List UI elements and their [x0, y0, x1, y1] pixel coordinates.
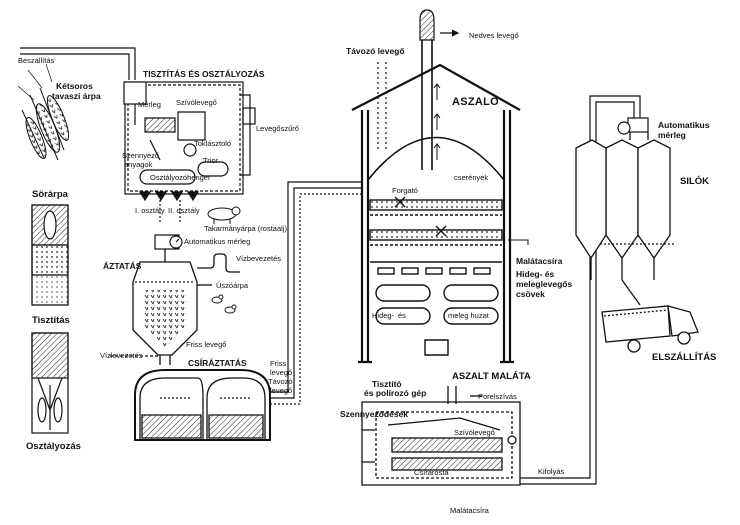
label-scale: Mérleg — [138, 100, 161, 109]
label-impurities-bottom: Szennyeződések — [340, 409, 409, 419]
label-fresh-air-2b: levegő — [270, 368, 293, 377]
air-pipe-to-kiln — [270, 181, 362, 405]
label-draught-and: és — [398, 311, 406, 320]
silos — [575, 132, 676, 280]
label-class-2: II. osztály — [168, 206, 200, 215]
label-dried-malt: ASZALT MALÁTA — [452, 371, 531, 382]
label-delivery: Beszállítás — [18, 56, 55, 65]
kiln-airflow-arrows — [433, 83, 441, 160]
label-germination: CSÍRÁZTATÁS — [188, 358, 247, 368]
label-outlet: Kifolyás — [538, 467, 565, 476]
label-brewing-barley: Sörárpa — [32, 189, 68, 200]
label-automatic-scale-left: Automatikus mérleg — [184, 237, 251, 246]
label-water-inlet: Vízbevezetés — [236, 254, 282, 263]
label-drying-floors: cserények — [454, 173, 489, 182]
conveyor-pipe-to-silos — [520, 95, 641, 485]
label-automatic-scale-right-line1: Automatikus — [658, 120, 710, 130]
label-turner: Forgató — [392, 186, 418, 195]
label-fresh-air-2a: Friss — [270, 359, 287, 368]
label-floating-barley: Úszóárpa — [216, 281, 249, 290]
label-exit-air-small-b: levegő — [270, 386, 293, 395]
ducks-illustration — [211, 294, 237, 314]
label-hot-cold-line3: csövek — [516, 289, 545, 299]
label-steeping: ÁZTATÁS — [103, 261, 142, 271]
steeping-vessel — [110, 249, 240, 365]
label-grading-cylinder: Osztályozóhenger — [150, 173, 211, 182]
label-air-filter: Levegőszűrő — [256, 124, 299, 133]
label-exit-air: Távozó levegő — [346, 46, 405, 56]
label-grading: Osztályozás — [26, 441, 81, 452]
truck — [601, 279, 699, 353]
label-malt-rootlets-bottom: Malátacsíra — [450, 506, 489, 515]
label-suction-air-bottom: Szívólevegő — [454, 428, 495, 437]
label-humid-air: Nedves levegő — [469, 31, 519, 40]
grain-stage-panels — [31, 204, 69, 434]
automatic-scale-right — [617, 117, 649, 135]
label-kiln: ASZALÓ — [452, 96, 500, 108]
label-automatic-scale-right-line2: mérleg — [658, 130, 686, 140]
label-class-1: I. osztály — [135, 206, 165, 215]
label-dust-extraction: Porelszívás — [478, 392, 517, 401]
kiln-drying-floors — [369, 196, 529, 356]
label-silos: SILÓK — [680, 176, 710, 187]
label-rootlet-sieve: Csírarosta — [414, 468, 449, 477]
pig-illustration — [207, 206, 241, 224]
label-impurities-line1: Szennyező — [122, 151, 160, 160]
delivery-pipe — [20, 47, 136, 80]
label-feed-barley: Takarmányárpa (rostaalj) — [204, 224, 287, 233]
cleaning-grading-machine — [123, 81, 256, 222]
label-hot-cold-line1: Hideg- és — [516, 269, 555, 279]
label-water-outlet: Vízlevezetés — [100, 351, 143, 360]
label-hot-cold-line2: meleglevegős — [516, 279, 573, 289]
label-fresh-air-1: Friss levegő — [186, 340, 227, 349]
label-malt-rootlets-right: Malátacsíra — [516, 256, 563, 266]
label-trieur: Trior — [203, 156, 219, 165]
label-cleaning-grading: TISZTÍTÁS ÉS OSZTÁLYOZÁS — [143, 69, 265, 79]
label-suction-air-top: Szívólevegő — [176, 98, 217, 107]
cleaning-polishing-machine — [361, 386, 521, 486]
label-draught-warm: meleg huzat — [448, 311, 489, 320]
label-cleaner-line1: Tisztító — [372, 379, 402, 389]
barley-ears-illustration — [17, 63, 70, 161]
label-cleaning: Tisztítás — [32, 315, 70, 326]
chimney-cowl — [377, 9, 460, 150]
label-cleaner-line2: és polírozó gép — [364, 388, 427, 398]
automatic-scale-left — [154, 234, 183, 250]
label-exit-air-small-a: Távozó — [268, 377, 293, 386]
label-barley-line2: tavaszi árpa — [52, 91, 101, 101]
germination-vaults — [134, 369, 271, 441]
label-shipping: ELSZÁLLÍTÁS — [652, 352, 717, 363]
label-awner: Toklásztoló — [194, 139, 232, 148]
label-impurities-line2: anyagok — [124, 160, 153, 169]
label-draught-cold: Hideg- — [372, 311, 395, 320]
kiln-building — [351, 40, 521, 364]
label-barley-line1: Kétsoros — [56, 81, 93, 91]
